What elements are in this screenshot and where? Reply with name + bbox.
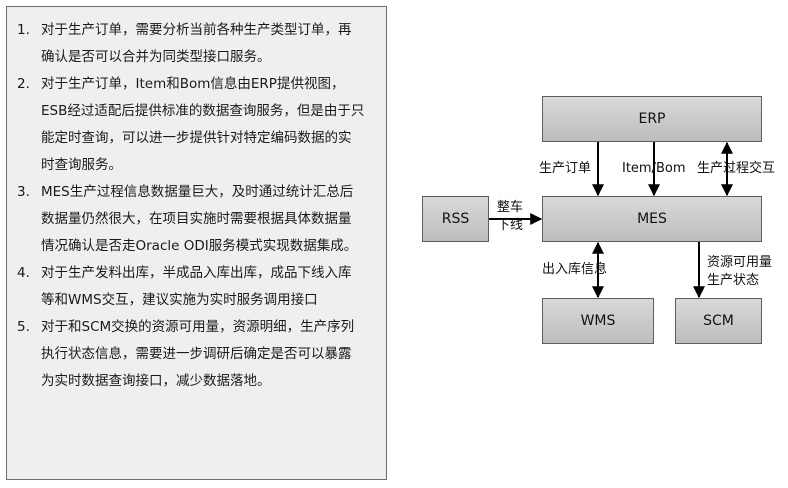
note-line: 执行状态信息，需要进一步调研后确定是否可以暴露 [41,346,352,362]
mes-node: MES [542,196,762,242]
note-text: 对于生产订单，Item和Bom信息由ERP提供视图， ESB经过适配后提供标准的数… [41,71,383,179]
erp-node: ERP [542,96,762,142]
note-line: 确认是否可以合并为同类型接口服务。 [41,49,271,65]
note-line: 对于和SCM交换的资源可用量，资源明细，生产序列 [41,319,355,335]
note-line: 情况确认是否走Oracle ODI服务模式实现数据集成。 [41,238,358,254]
edge-label-scm-2: 生产状态 [707,273,760,288]
edge-label-process: 生产过程交互 [697,161,776,176]
note-line: MES生产过程信息数据量巨大，及时通过统计汇总后 [41,184,354,200]
note-line: 时查询服务。 [41,157,122,173]
note-line: 能定时查询，可以进一步提供针对特定编码数据的实 [41,130,352,146]
note-number: 5. [17,319,30,335]
note-item: 3. MES生产过程信息数据量巨大，及时通过统计汇总后数据量仍然很大，在项目实施时… [17,179,383,260]
note-number: 2. [17,76,30,92]
note-item: 2. 对于生产订单，Item和Bom信息由ERP提供视图， ESB经过适配后提供标准… [17,71,383,179]
note-item: 1. 对于生产订单，需要分析当前各种生产类型订单，再确认是否可以合并为同类型接口服… [17,17,383,71]
edge-label-rss-2: 下线 [497,218,524,233]
note-number: 4. [17,265,30,281]
note-number: 1. [17,22,30,38]
note-line: 等和WMS交互，建议实施为实时服务调用接口 [41,292,318,308]
notes-panel: 1. 对于生产订单，需要分析当前各种生产类型订单，再确认是否可以合并为同类型接口服… [6,6,387,480]
note-text: 对于生产订单，需要分析当前各种生产类型订单，再确认是否可以合并为同类型接口服务。 [41,17,383,71]
note-text: 对于和SCM交换的资源可用量，资源明细，生产序列执行状态信息，需要进一步调研后确… [41,314,383,395]
edge-label-item-bom: Item/Bom [622,161,686,176]
note-line: 数据量仍然很大，在项目实施时需要根据具体数据量 [41,211,352,227]
note-line: 为实时数据查询接口，减少数据落地。 [41,373,271,389]
note-text: 对于生产发料出库，半成品入库出库，成品下线入库等和WMS交互，建议实施为实时服务… [41,260,383,314]
note-item: 5. 对于和SCM交换的资源可用量，资源明细，生产序列执行状态信息，需要进一步调研… [17,314,383,395]
note-line: 对于生产发料出库，半成品入库出库，成品下线入库 [41,265,352,281]
note-line: 对于生产订单，需要分析当前各种生产类型订单，再 [41,22,352,38]
note-line: 对于生产订单，Item和Bom信息由ERP提供视图， [41,76,345,92]
scm-node: SCM [675,298,762,344]
note-text: MES生产过程信息数据量巨大，及时通过统计汇总后数据量仍然很大，在项目实施时需要… [41,179,383,260]
wms-node: WMS [542,298,654,344]
edge-label-order: 生产订单 [539,161,592,176]
edge-label-rss-1: 整车 [497,200,524,215]
note-number: 3. [17,184,30,200]
edge-label-scm-1: 资源可用量 [707,255,773,270]
note-item: 4. 对于生产发料出库，半成品入库出库，成品下线入库等和WMS交互，建议实施为实时… [17,260,383,314]
edge-label-wms: 出入库信息 [542,262,608,277]
rss-node: RSS [422,196,489,242]
note-line: ESB经过适配后提供标准的数据查询服务，但是由于只 [41,103,365,119]
